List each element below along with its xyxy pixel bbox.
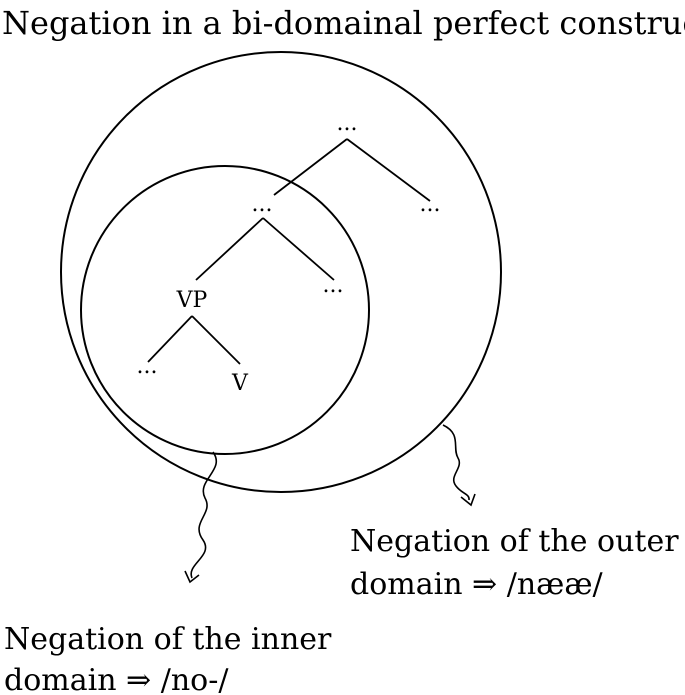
branch-l1-left xyxy=(195,217,264,281)
outer-domain-circle xyxy=(60,51,502,493)
inner-arrowhead xyxy=(184,570,200,584)
outer-label-line2: domain ⇒ /nææ/ xyxy=(350,567,604,602)
tree-node-root: ... xyxy=(337,111,358,136)
branch-l1-right xyxy=(262,217,335,281)
tree-node-v: V xyxy=(231,371,249,396)
tree-node-l1-right: ... xyxy=(420,192,441,217)
inner-label-line2: domain ⇒ /no-/ xyxy=(4,663,229,695)
outer-squiggle-path xyxy=(442,424,470,501)
inner-squiggle-path xyxy=(190,451,217,579)
page-title: Negation in a bi-domainal perfect constr… xyxy=(2,4,685,42)
inner-label-line1: Negation of the inner xyxy=(4,622,332,657)
branch-vp-right xyxy=(191,315,241,365)
branch-root-right xyxy=(346,138,431,202)
inner-squiggle-arrow xyxy=(184,451,217,584)
branch-root-left xyxy=(273,138,348,196)
branch-vp-left xyxy=(147,315,193,363)
outer-arrowhead xyxy=(460,493,476,507)
tree-node-l3-left: ... xyxy=(137,354,158,379)
outer-label-line1: Negation of the outer xyxy=(350,524,679,559)
tree-branches xyxy=(147,138,431,365)
tree-node-vp: VP xyxy=(176,288,208,313)
outer-squiggle-arrow xyxy=(442,424,476,507)
tree-node-l1-left: ... xyxy=(252,192,273,217)
inner-domain-circle xyxy=(80,165,370,455)
tree-node-l2-right: ... xyxy=(323,273,344,298)
